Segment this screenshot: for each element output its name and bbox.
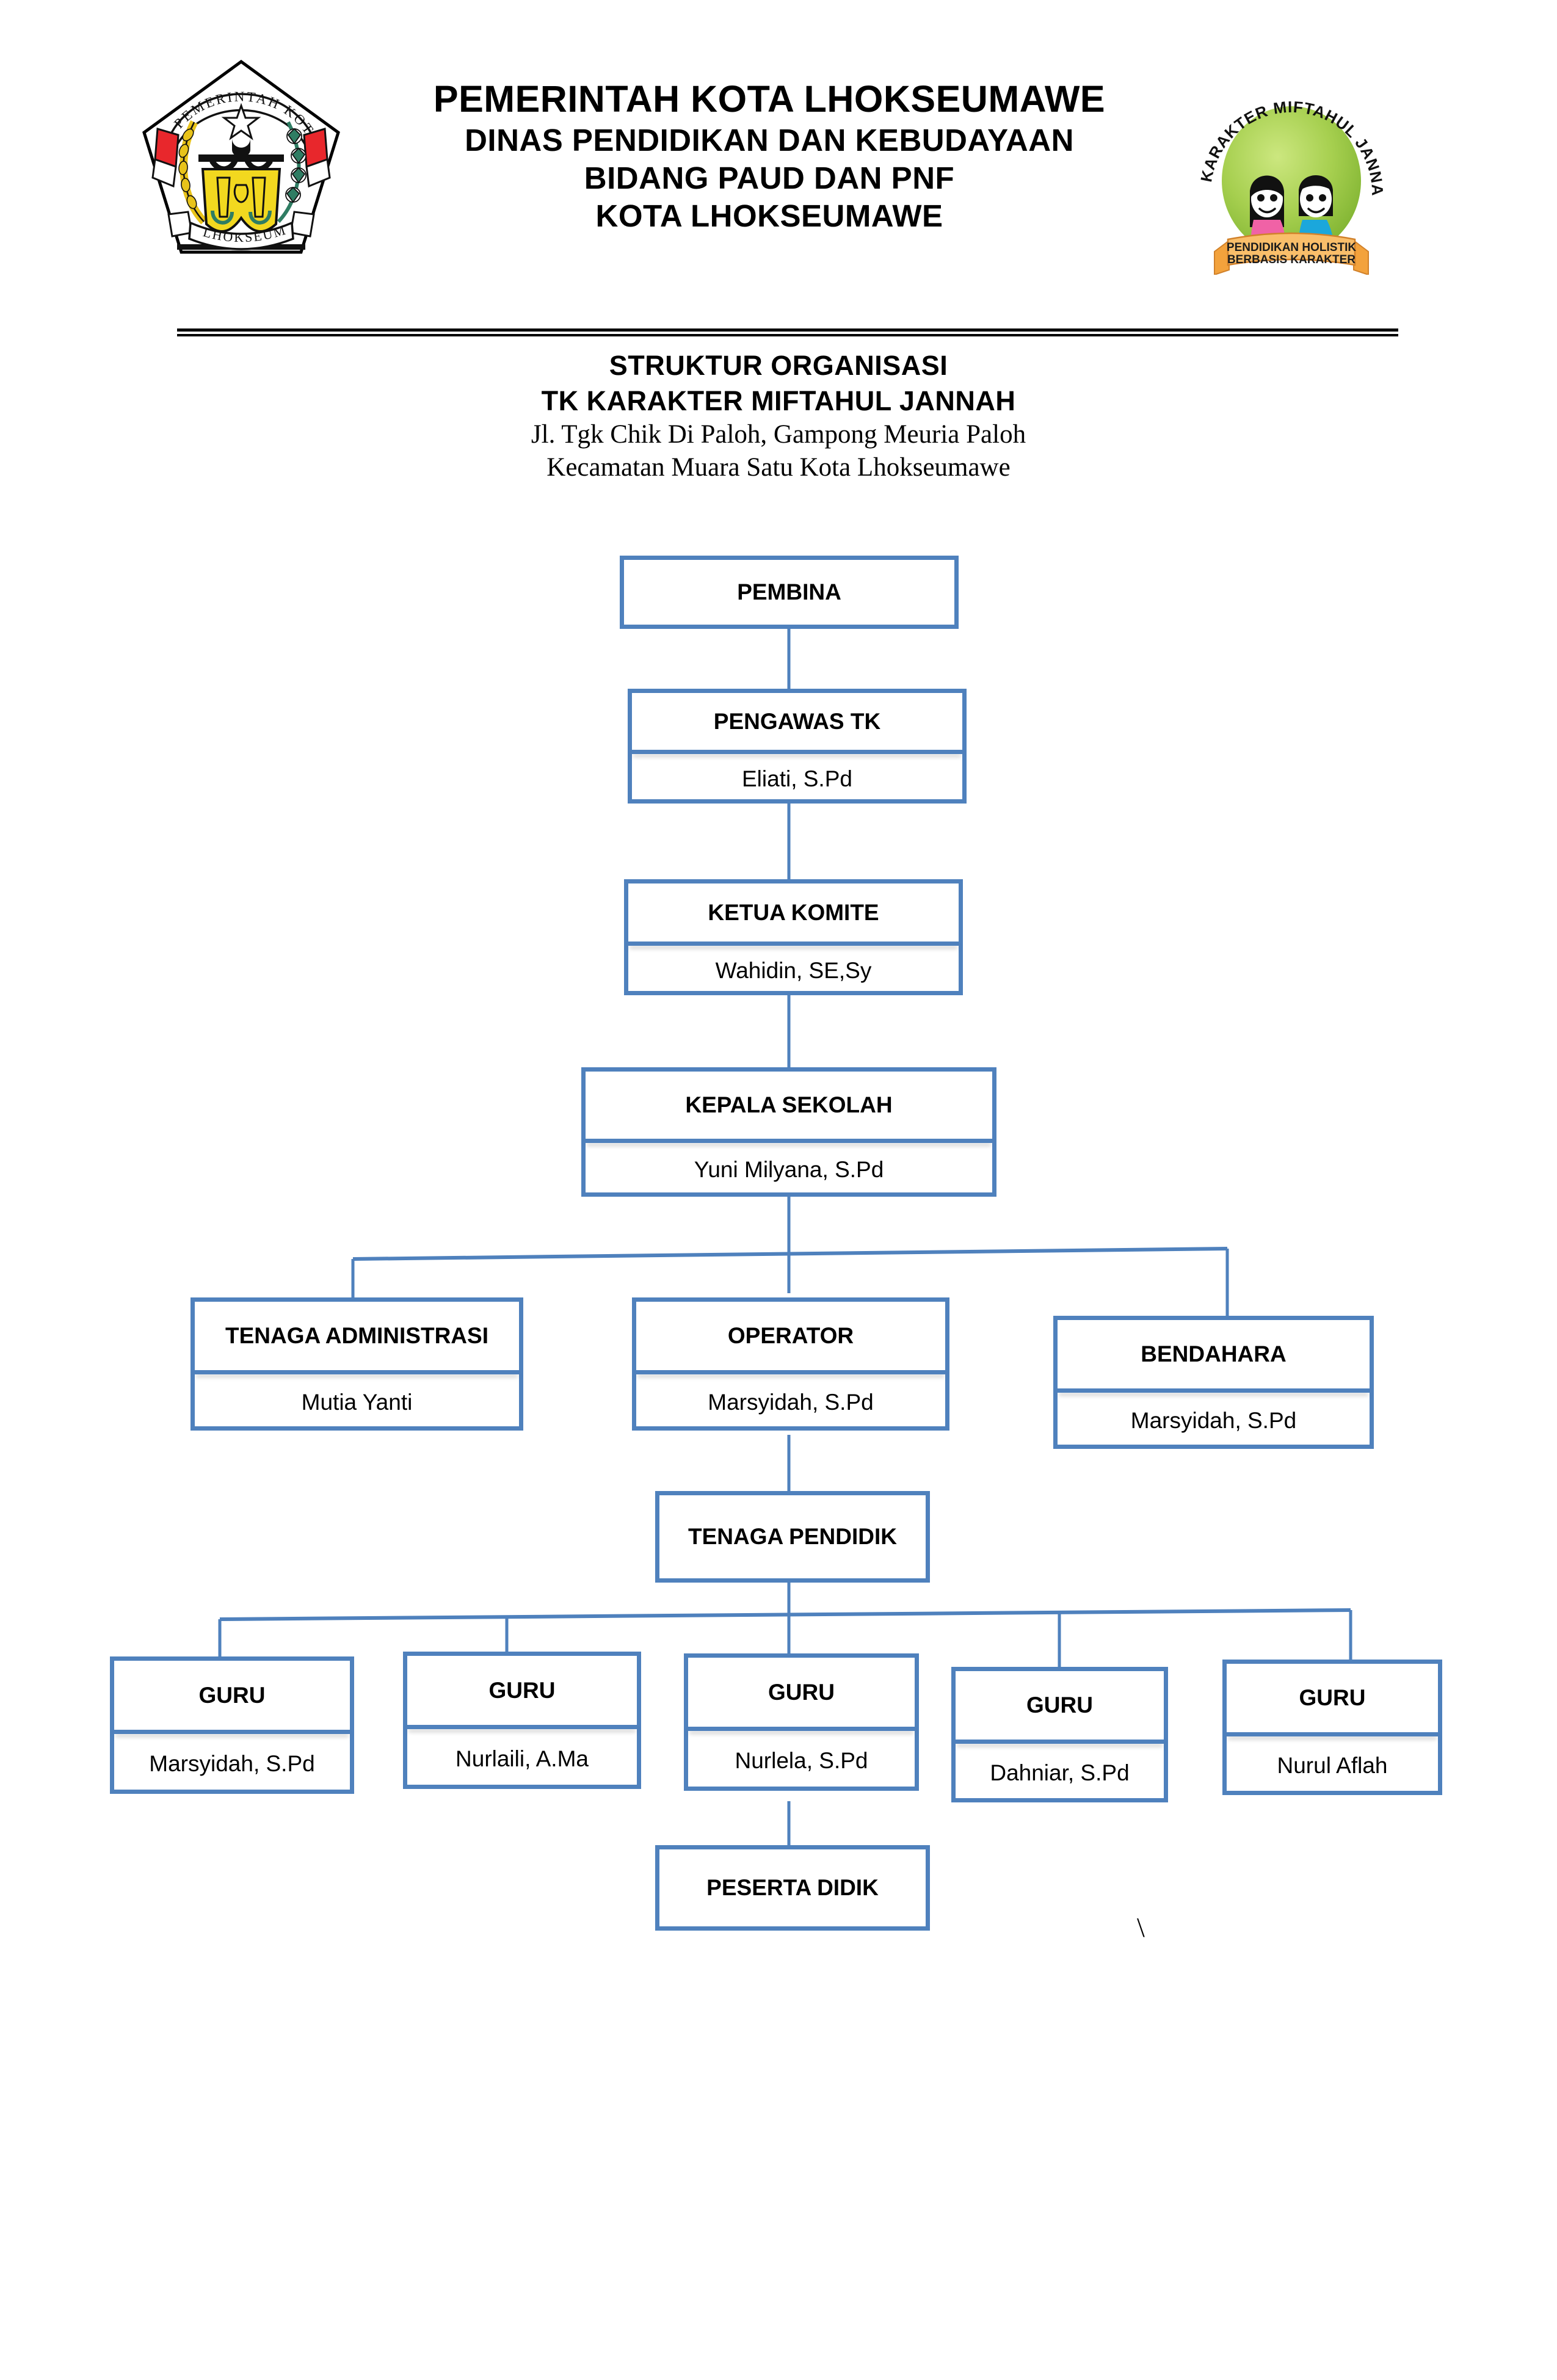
header-line-2: DINAS PENDIDIKAN DAN KEBUDAYAAN xyxy=(465,122,1074,158)
node-pengawas-tk[interactable]: PENGAWAS TK Eliati, S.Pd xyxy=(628,689,967,804)
node-bendahara[interactable]: BENDAHARA Marsyidah, S.Pd xyxy=(1053,1316,1374,1449)
node-operator[interactable]: OPERATOR Marsyidah, S.Pd xyxy=(632,1297,949,1431)
node-operator-divider xyxy=(636,1370,945,1374)
header-divider xyxy=(177,328,1398,336)
node-guru-3-divider xyxy=(688,1727,915,1731)
org-structure-title: STRUKTUR ORGANISASI xyxy=(609,350,948,381)
node-peserta-didik-title: PESERTA DIDIK xyxy=(706,1875,879,1900)
node-tenaga-pendidik-title: TENAGA PENDIDIK xyxy=(688,1524,897,1549)
node-kepala-sekolah[interactable]: KEPALA SEKOLAH Yuni Milyana, S.Pd xyxy=(581,1067,996,1197)
node-pengawas-tk-person: Eliati, S.Pd xyxy=(742,766,852,791)
header-line-4: KOTA LHOKSEUMAWE xyxy=(595,198,943,233)
node-tenaga-administrasi-divider xyxy=(195,1370,519,1374)
node-guru-1-divider xyxy=(114,1730,350,1734)
node-kepala-sekolah-title: KEPALA SEKOLAH xyxy=(685,1092,893,1117)
header-title-block: PEMERINTAH KOTA LHOKSEUMAWE DINAS PENDID… xyxy=(342,79,1197,233)
node-guru-1-person: Marsyidah, S.Pd xyxy=(149,1751,315,1776)
tk-karakter-miftahul-jannah-logo: KARAKTER MIFTAHUL JANNAH xyxy=(1188,59,1389,276)
svg-text:BERBASIS KARAKTER: BERBASIS KARAKTER xyxy=(1227,253,1356,266)
node-guru-2-person: Nurlaili, A.Ma xyxy=(455,1746,589,1771)
node-operator-title: OPERATOR xyxy=(727,1323,854,1348)
node-guru-4-divider xyxy=(956,1740,1164,1744)
node-ketua-komite-title: KETUA KOMITE xyxy=(708,899,879,925)
node-guru-5-title: GURU xyxy=(1299,1685,1366,1710)
node-guru-2-divider xyxy=(407,1725,637,1729)
node-ketua-komite-person: Wahidin, SE,Sy xyxy=(715,957,872,983)
node-guru-1-title: GURU xyxy=(198,1682,266,1708)
node-guru-2-title: GURU xyxy=(488,1677,556,1703)
node-ketua-komite[interactable]: KETUA KOMITE Wahidin, SE,Sy xyxy=(624,879,963,995)
address-line-2: Kecamatan Muara Satu Kota Lhokseumawe xyxy=(546,452,1011,482)
node-tenaga-pendidik[interactable]: TENAGA PENDIDIK xyxy=(655,1491,930,1583)
address-line-1: Jl. Tgk Chik Di Paloh, Gampong Meuria Pa… xyxy=(531,420,1026,449)
node-pengawas-tk-title: PENGAWAS TK xyxy=(713,708,881,734)
node-guru-5[interactable]: GURU Nurul Aflah xyxy=(1222,1660,1442,1795)
subtitle-block: STRUKTUR ORGANISASI TK KARAKTER MIFTAHUL… xyxy=(0,348,1557,484)
header-line-1: PEMERINTAH KOTA LHOKSEUMAWE xyxy=(433,78,1106,120)
svg-text:PENDIDIKAN HOLISTIK: PENDIDIKAN HOLISTIK xyxy=(1227,241,1356,254)
node-tenaga-administrasi-person: Mutia Yanti xyxy=(301,1390,413,1415)
node-pengawas-tk-divider xyxy=(632,750,962,754)
node-guru-3[interactable]: GURU Nurlela, S.Pd xyxy=(684,1653,919,1791)
node-guru-4[interactable]: GURU Dahniar, S.Pd xyxy=(951,1667,1168,1802)
node-ketua-komite-divider xyxy=(628,941,959,946)
node-kepala-sekolah-divider xyxy=(586,1139,992,1143)
node-tenaga-administrasi-title: TENAGA ADMINISTRASI xyxy=(225,1323,488,1348)
node-peserta-didik[interactable]: PESERTA DIDIK xyxy=(655,1845,930,1931)
node-guru-3-person: Nurlela, S.Pd xyxy=(735,1748,868,1773)
node-operator-person: Marsyidah, S.Pd xyxy=(708,1390,874,1415)
node-bendahara-divider xyxy=(1058,1388,1370,1393)
header-line-3: BIDANG PAUD DAN PNF xyxy=(584,160,955,195)
node-guru-4-person: Dahniar, S.Pd xyxy=(990,1760,1130,1785)
lhokseumawe-city-emblem: PEMERINTAH KOTA xyxy=(133,46,342,266)
node-pembina-title: PEMBINA xyxy=(737,579,841,604)
node-guru-4-title: GURU xyxy=(1026,1692,1093,1718)
node-kepala-sekolah-person: Yuni Milyana, S.Pd xyxy=(694,1157,884,1182)
node-guru-5-person: Nurul Aflah xyxy=(1277,1753,1388,1778)
node-guru-1[interactable]: GURU Marsyidah, S.Pd xyxy=(110,1656,354,1794)
node-pembina[interactable]: PEMBINA xyxy=(620,556,959,629)
school-name-title: TK KARAKTER MIFTAHUL JANNAH xyxy=(541,385,1016,416)
stray-backslash-mark: \ xyxy=(1137,1912,1145,1943)
node-tenaga-administrasi[interactable]: TENAGA ADMINISTRASI Mutia Yanti xyxy=(191,1297,523,1431)
node-bendahara-person: Marsyidah, S.Pd xyxy=(1130,1408,1297,1433)
document-header: PEMERINTAH KOTA xyxy=(0,0,1557,342)
node-guru-5-divider xyxy=(1227,1732,1438,1736)
node-guru-2[interactable]: GURU Nurlaili, A.Ma xyxy=(403,1652,641,1789)
node-guru-3-title: GURU xyxy=(768,1679,835,1705)
node-bendahara-title: BENDAHARA xyxy=(1141,1341,1287,1366)
